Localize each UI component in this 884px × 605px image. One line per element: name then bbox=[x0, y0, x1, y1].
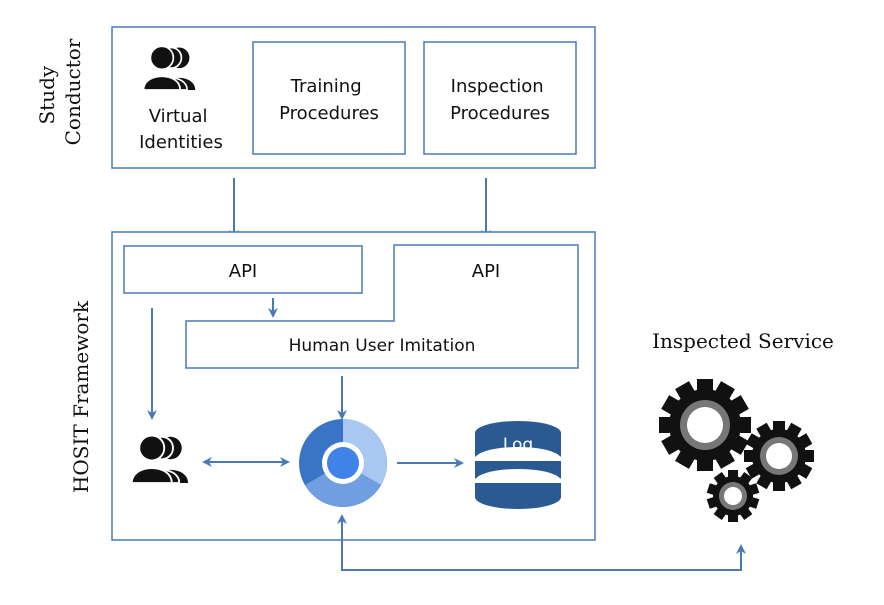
study-conductor-label: Study Conductor bbox=[35, 38, 85, 145]
api-left-label: API bbox=[229, 261, 257, 282]
gear-large-icon bbox=[659, 379, 751, 471]
inspection-procedures-label: Inspection Procedures bbox=[450, 76, 550, 124]
hosit-framework-label: HOSIT Framework bbox=[69, 300, 93, 493]
inspected-service-label: Inspected Service bbox=[652, 329, 834, 353]
api-left-box bbox=[123, 245, 363, 294]
log-database-icon bbox=[475, 421, 561, 509]
inspection-procedures-box bbox=[423, 41, 577, 155]
browser-icon bbox=[299, 419, 387, 507]
api-right-box bbox=[185, 244, 579, 369]
training-procedures-label: Training Procedures bbox=[279, 76, 379, 124]
training-procedures-box bbox=[252, 41, 406, 155]
arrow-browser-service bbox=[337, 514, 746, 571]
gears-icon bbox=[659, 379, 814, 522]
log-label: Log bbox=[503, 435, 533, 455]
api-right-label: API bbox=[472, 261, 500, 282]
gear-medium-icon bbox=[744, 421, 814, 491]
virtual-identities-label: Virtual Identities bbox=[139, 106, 223, 153]
human-user-imitation-label: Human User Imitation bbox=[289, 336, 476, 356]
gear-small-icon bbox=[706, 470, 760, 522]
